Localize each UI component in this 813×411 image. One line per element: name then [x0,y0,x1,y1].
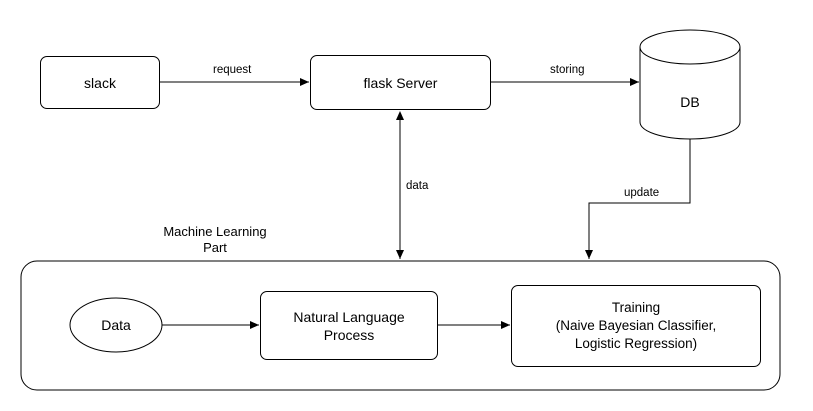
edge-request-label: request [213,63,252,77]
ml-group-title-line1: Machine Learning [163,224,267,239]
ml-group-title-line2: Part [203,240,227,255]
edge-data-label: data [406,179,429,193]
nlp-label-line1: Natural Language [293,308,405,325]
ml-group-container [20,260,781,391]
nlp-label-line2: Process [323,326,375,343]
data-node-label: Data [101,317,131,333]
edge-storing-label: storing [550,63,585,77]
flask-server-label: flask Server [363,74,438,91]
ml-group-title: Machine Learning Part [140,224,290,256]
training-node: Training (Naive Bayesian Classifier, Log… [511,285,761,367]
flask-server-node: flask Server [310,55,491,110]
edge-update [585,139,691,259]
training-label-line3: Logistic Regression) [574,336,698,351]
db-cylinder [639,29,741,140]
edge-update-label: update [624,186,660,200]
db-label: DB [680,94,700,110]
slack-node: slack [40,56,160,109]
slack-label: slack [84,74,116,91]
training-label-line2: (Naive Bayesian Classifier, [555,318,717,333]
training-label-line1: Training [611,300,661,315]
nlp-node: Natural Language Process [260,291,438,360]
